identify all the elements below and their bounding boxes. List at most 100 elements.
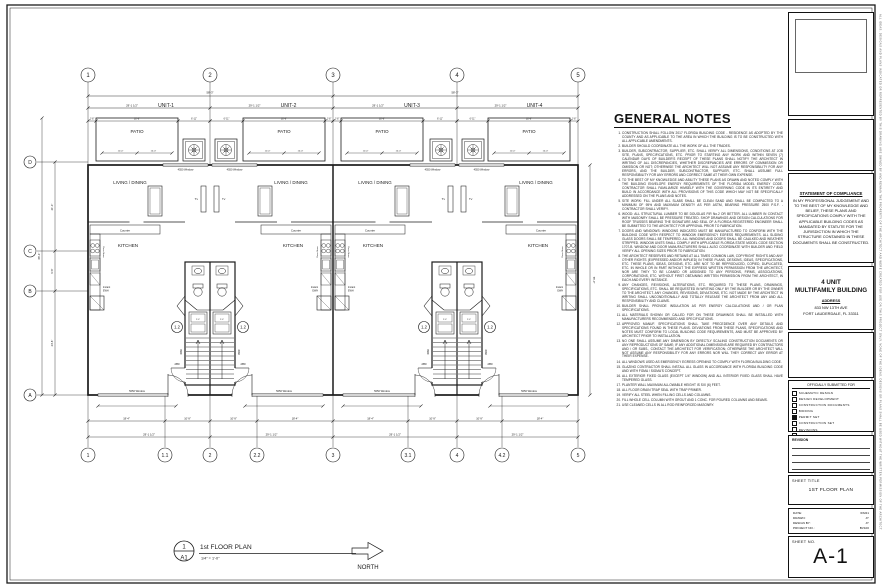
dim-label: 10'-0": [118, 151, 124, 153]
unit-label: UNIT-3: [404, 103, 420, 109]
title-block: STATEMENT OF COMPLIANCE IN MY PROFESSION…: [788, 12, 874, 578]
submitted-for-title: OFFICIALLY SUBMITTED FOR: [792, 383, 870, 389]
dim-tick: [282, 151, 286, 155]
tv-console: [447, 185, 454, 213]
address-line2: FORT LAUDERDALE, FL 33311: [803, 311, 859, 317]
oven-stove-label: Oven Stove: [316, 246, 319, 258]
checkbox-icon: [792, 390, 798, 396]
grid-bubble-left: [23, 244, 37, 258]
dim-tick: [331, 119, 335, 123]
dim-tick: [455, 435, 459, 439]
door-swing: [170, 367, 186, 383]
checkbox-icon: [792, 420, 798, 427]
counter-label: Counter: [365, 229, 375, 233]
plan-line: [184, 299, 198, 311]
plan-line: [442, 339, 446, 345]
window-label: 5050 Window: [276, 389, 292, 393]
dim-label: 29'-1 1/2": [372, 104, 384, 108]
dim-label: 58'-3": [206, 91, 213, 95]
burner: [326, 243, 331, 248]
plan-rect: [190, 323, 206, 333]
instant-ewh-label: Instant: [311, 286, 319, 289]
instant-ewh-label: EWH: [557, 290, 563, 293]
burner: [335, 248, 340, 254]
toilet-tank: [192, 283, 204, 289]
dim-tick: [40, 393, 44, 397]
plan-line: [219, 339, 223, 345]
oven-stove-label: Oven Stove: [102, 246, 105, 258]
sheet-title-label: SHEET TITLE: [792, 478, 820, 483]
stove: [334, 239, 346, 257]
plan-line: [234, 295, 244, 307]
room-label-kitchen: KITCHEN: [283, 243, 303, 248]
dim-tick: [208, 106, 212, 110]
general-note-item: ALL FLOOR DRAIN TRAP SEAL WITH TRAP PRIM…: [622, 388, 783, 393]
door-tag: 2868: [487, 364, 493, 366]
submittal-option-label: SCHEMATIC DESIGN: [798, 391, 834, 396]
plan-line: [565, 272, 577, 286]
general-note-item: PLANTER WALL MAXIMUM ALLOWABLE HEIGHT IS…: [622, 383, 783, 388]
plan-line: [221, 339, 225, 345]
dim-tick: [163, 419, 167, 423]
checkbox-icon: [792, 402, 798, 408]
window-label: 4550 Window: [425, 168, 441, 172]
grid-bubble-bottom: [570, 447, 586, 463]
fridge: [89, 295, 105, 311]
sink: [441, 268, 449, 274]
plan-rect: [190, 313, 206, 323]
plan-line: [423, 295, 433, 307]
plan-rect: [437, 313, 453, 323]
burner: [326, 248, 331, 254]
planter: [429, 138, 453, 162]
dim-tick: [566, 404, 570, 408]
dim-tick: [170, 151, 174, 155]
sink-basin: [91, 259, 99, 270]
door-swing: [167, 374, 189, 396]
grid-bubble-label: 1.2: [240, 324, 246, 329]
dim-label: 10'-9": [230, 416, 237, 420]
sink: [89, 257, 101, 272]
sheet-title-box: SHEET TITLE 1ST FLOOR PLAN: [788, 475, 874, 505]
door-opening: [479, 393, 499, 397]
grid-bubble-core: [418, 321, 430, 333]
plan-line: [431, 299, 445, 311]
dim-tick: [86, 106, 90, 110]
info-value: 6/6/21: [860, 510, 869, 515]
toilet-tank: [439, 283, 451, 289]
revision-line: [792, 449, 870, 456]
dishwasher: [565, 272, 577, 286]
burner: [321, 243, 326, 248]
room-label-living: LIVING / DINING: [358, 180, 392, 185]
dim-tick: [345, 151, 349, 155]
general-note-item: ALL EXTERIOR FIXED GLASS (EXCEPT 1/4" WI…: [622, 374, 783, 383]
plan-line: [197, 339, 201, 345]
dim-tick: [588, 163, 592, 167]
instant-ewh-label: EWH: [348, 290, 354, 293]
dim-tick: [247, 151, 251, 155]
room-label-patio: PATIO: [130, 129, 144, 134]
counter: [320, 233, 332, 311]
door-tag: 2868: [421, 364, 427, 366]
dim-label: 20'-6": [134, 119, 140, 121]
fridge: [334, 295, 350, 311]
sofa: [147, 185, 163, 217]
grid-bubble-bottom: [80, 447, 96, 463]
grid-bubble-label: 2: [208, 73, 212, 79]
dim-tick: [576, 94, 580, 98]
oven-stove-label: Oven Stove: [347, 246, 350, 258]
sofa: [257, 185, 273, 217]
dim-label: 55'-0": [592, 277, 596, 284]
grid-bubble-label: 1.2: [487, 324, 493, 329]
grid-bubble-label: 1.2: [174, 324, 180, 329]
grid-bubble-label: 5: [577, 453, 580, 459]
grid-bubble-label: 5: [576, 73, 580, 79]
closet: [435, 311, 455, 335]
general-note-item: CONSTRUCTION SHALL FOLLOW 2017 FLORIDA B…: [622, 131, 783, 144]
sofa: [504, 185, 520, 217]
room-label-kitchen: KITCHEN: [528, 243, 548, 248]
planter: [214, 138, 238, 162]
dim-tick: [53, 289, 57, 293]
fridge: [316, 295, 332, 311]
door-tag: 2868: [240, 364, 246, 366]
dim-label: 29'-1 1/2": [266, 432, 278, 436]
